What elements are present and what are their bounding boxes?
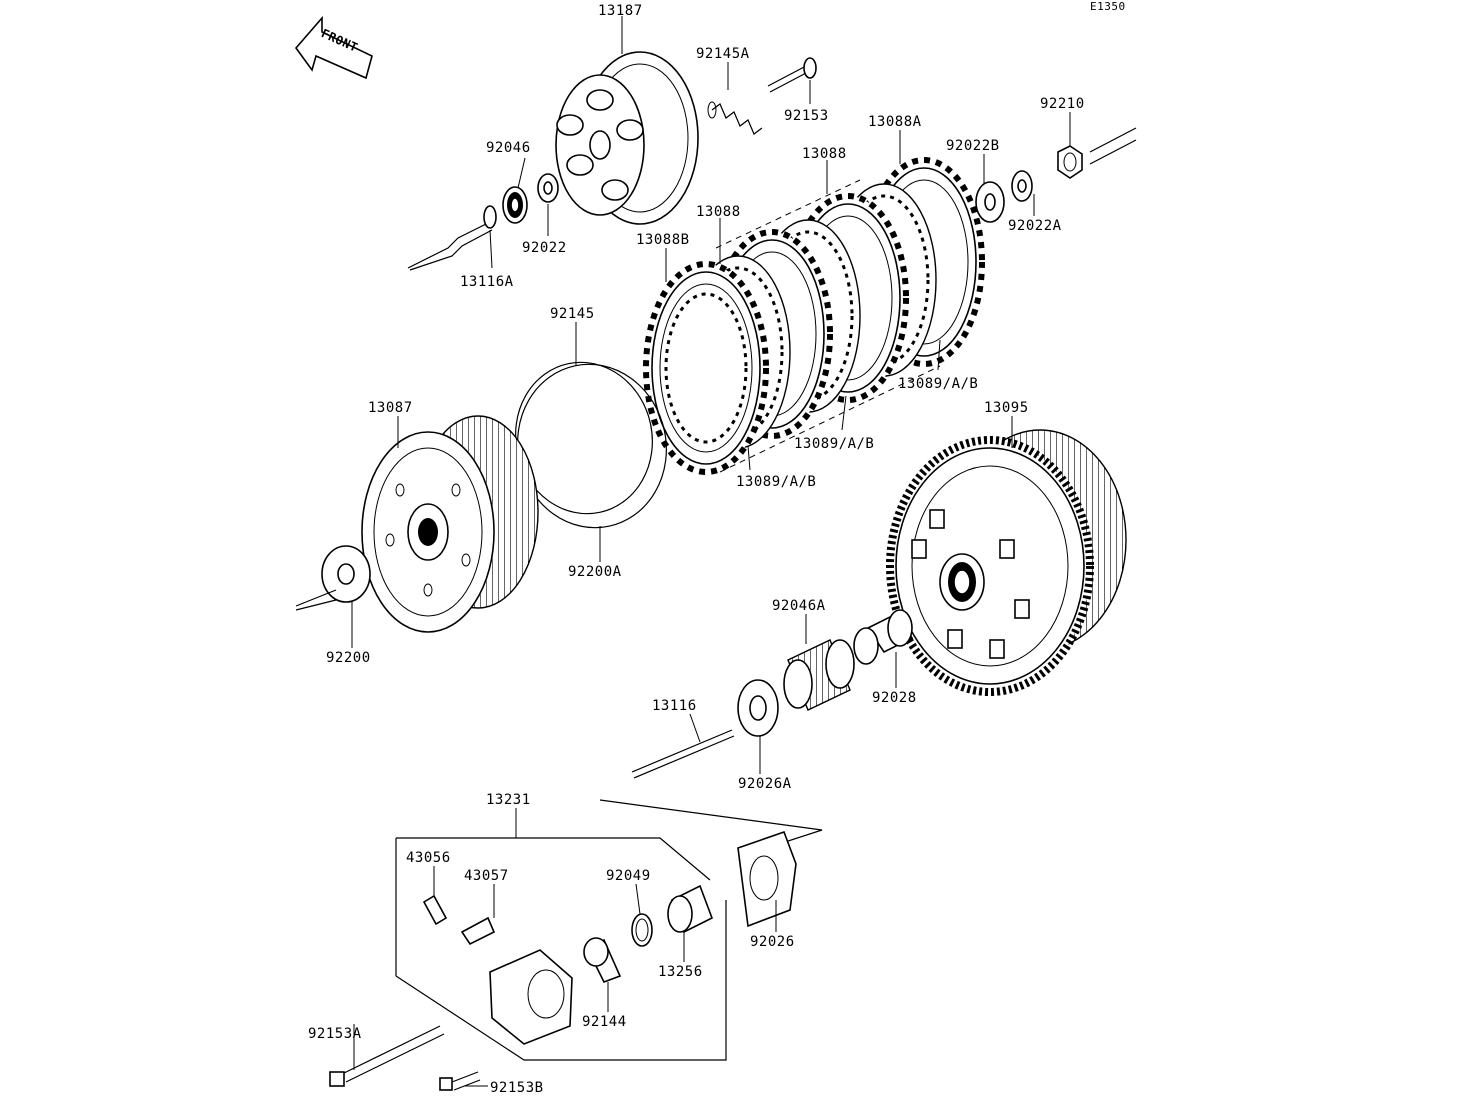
part-92153B-bolt [439, 1071, 481, 1091]
part-43056-bleeder-valve [422, 894, 448, 926]
part-92153A-bolt [329, 1025, 445, 1087]
part-92153-bolt [767, 57, 817, 93]
part-13187-pressure-plate [555, 51, 699, 225]
part-92200-washer [295, 545, 371, 611]
part-13116A-pushrod [407, 205, 497, 271]
label-13231: 13231 [486, 792, 531, 808]
part-92046-bearing [502, 186, 528, 224]
part-92026-gasket [737, 830, 797, 928]
label-43057: 43057 [464, 868, 509, 884]
label-13187: 13187 [598, 3, 643, 19]
part-92022-washer [537, 173, 559, 203]
label-13116A: 13116A [460, 274, 514, 290]
label-92145A: 92145A [696, 46, 750, 62]
label-92026: 92026 [750, 934, 795, 950]
label-92046A: 92046A [772, 598, 826, 614]
part-clutch-plate-stack [643, 157, 985, 475]
label-92153A: 92153A [308, 1026, 362, 1042]
part-92028-sleeve [853, 609, 914, 665]
label-13089-mid: 13089/A/B [794, 436, 874, 452]
part-92022A-washer [1011, 170, 1033, 202]
part-92022B-washer [975, 181, 1005, 223]
part-92049-seal [631, 913, 653, 947]
label-92022: 92022 [522, 240, 567, 256]
label-13088-upper: 13088 [802, 146, 847, 162]
label-43056: 43056 [406, 850, 451, 866]
part-13116-pushrod [631, 729, 735, 779]
label-13116: 13116 [652, 698, 697, 714]
label-13088-lower: 13088 [696, 204, 741, 220]
label-92022B: 92022B [946, 138, 1000, 154]
front-arrow: FRONT [294, 15, 373, 80]
part-43057-bleeder-cap [460, 916, 496, 946]
label-92153: 92153 [784, 108, 829, 124]
label-92049: 92049 [606, 868, 651, 884]
part-13095-clutch-housing [886, 429, 1127, 696]
label-92022A: 92022A [1008, 218, 1062, 234]
label-13088B: 13088B [636, 232, 690, 248]
label-92200A: 92200A [568, 564, 622, 580]
diagram-code: E1350 [1090, 0, 1126, 13]
label-92200: 92200 [326, 650, 371, 666]
label-92026A: 92026A [738, 776, 792, 792]
label-13087: 13087 [368, 400, 413, 416]
label-92046: 92046 [486, 140, 531, 156]
label-92153B: 92153B [490, 1080, 544, 1096]
part-92026A-washer [737, 679, 779, 737]
label-92144: 92144 [582, 1014, 627, 1030]
label-13088A: 13088A [868, 114, 922, 130]
label-92028: 92028 [872, 690, 917, 706]
label-92145: 92145 [550, 306, 595, 322]
label-13089-bottom: 13089/A/B [736, 474, 816, 490]
part-13087-clutch-hub [361, 415, 539, 633]
part-labels: 13187 92145A 92153 92046 92022 13116A 13… [308, 3, 1085, 1096]
part-92145A-spring [707, 101, 763, 135]
part-slave-cylinder-body [489, 949, 573, 1045]
leader-lines [351, 16, 1071, 1087]
part-13231-slave-cylinder-group [329, 799, 823, 1091]
label-13095: 13095 [984, 400, 1029, 416]
part-92046A-needle-bearing [783, 639, 855, 711]
label-13089-right: 13089/A/B [898, 376, 978, 392]
label-92210: 92210 [1040, 96, 1085, 112]
label-13256: 13256 [658, 964, 703, 980]
